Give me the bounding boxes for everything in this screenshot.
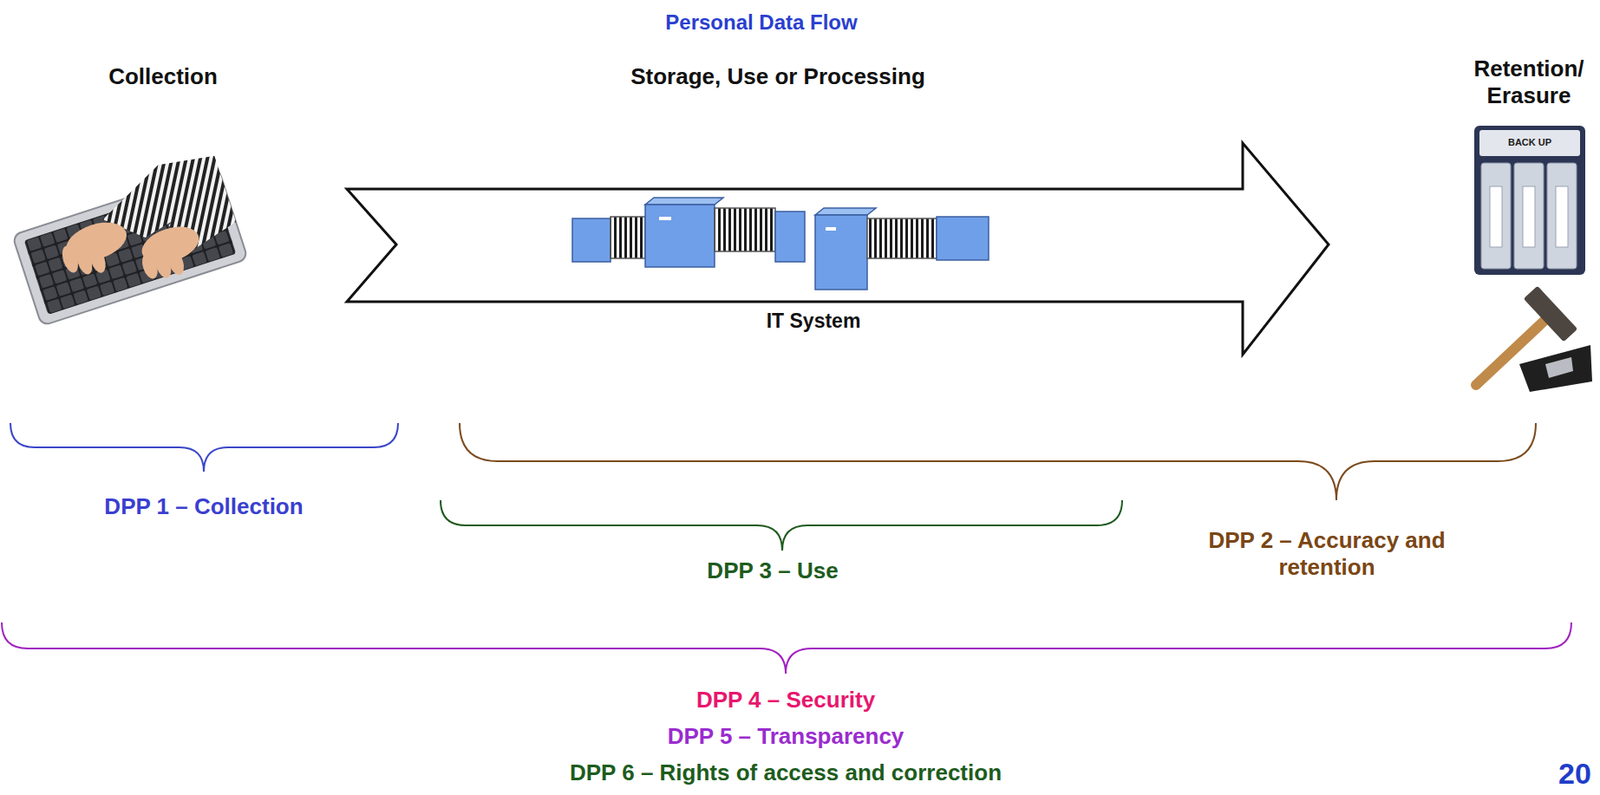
- diagram-title-slot: Personal Data Flow: [665, 10, 857, 36]
- hammer-and-disk-photo: [1519, 345, 1593, 392]
- hammer-and-disk-photo: [1475, 286, 1593, 392]
- dpp2-brace: [459, 423, 1536, 501]
- backup-drive-photo: [1514, 163, 1544, 269]
- server-rack-picture: [645, 204, 715, 268]
- principle-label: DPP 3 – Use: [706, 557, 838, 585]
- diagram-title: Personal Data Flow: [665, 10, 857, 36]
- stage-heading-slot: Storage, Use or Processing: [630, 63, 926, 91]
- principle-label-slot: DPP 3 – Use: [706, 557, 838, 585]
- device-label-slot: BACK UP: [1508, 137, 1552, 149]
- flow-arrow: IT System: [346, 143, 1329, 355]
- principle-label-slot: DPP 6 – Rights of access and correction: [569, 759, 1002, 787]
- backup-drive-photo: [1522, 186, 1535, 248]
- dpp3-brace: [440, 500, 1123, 551]
- page-number-slot: 20: [1558, 756, 1592, 792]
- stage-heading: Collection: [108, 63, 218, 91]
- stage-heading: Storage, Use or Processing: [630, 63, 926, 91]
- stage-heading-slot: Retention/ Erasure: [1468, 55, 1590, 110]
- server-rack-picture: [610, 216, 646, 259]
- hammer-and-disk-photo: [1545, 357, 1574, 379]
- server-rack-picture: [825, 227, 836, 231]
- stage-heading-slot: Collection: [108, 63, 218, 91]
- backup-drive-photo: [1474, 125, 1586, 275]
- backup-drive-photo: [1489, 186, 1503, 248]
- principle-label: DPP 4 – Security: [696, 686, 876, 714]
- hammer-and-disk-photo: [1523, 286, 1578, 343]
- principle-label-slot: DPP 2 – Accuracy and retention: [1196, 527, 1457, 582]
- all-principles-brace: [1, 622, 1572, 674]
- keyboard-photo: [5, 147, 248, 327]
- dpp1-brace: [10, 423, 399, 472]
- server-rack-picture: [572, 218, 611, 262]
- backup-drive-photo: [1474, 125, 1586, 275]
- server-rack-picture: [714, 208, 776, 252]
- server-rack-picture: [815, 208, 876, 216]
- keyboard-photo: [86, 244, 109, 275]
- keyboard-photo: [12, 168, 249, 327]
- principle-label-slot: DPP 4 – Security: [696, 686, 876, 714]
- principle-label: DPP 5 – Transparency: [667, 723, 905, 751]
- hammer-and-disk-photo: [1523, 286, 1578, 343]
- device-label: BACK UP: [1508, 137, 1552, 149]
- backup-drive-photo: [1555, 186, 1568, 248]
- server-rack-picture: [659, 216, 672, 221]
- server-rack-picture: [936, 216, 989, 261]
- server-rack-picture: [815, 215, 868, 290]
- server-rack-picture: [775, 211, 805, 262]
- arrow-outline: [346, 143, 1329, 355]
- backup-drive-photo: [1479, 130, 1581, 157]
- principle-label: DPP 2 – Accuracy and retention: [1196, 527, 1457, 582]
- keyboard-photo: [165, 249, 187, 278]
- server-rack-picture: [867, 218, 937, 259]
- system-label-slot: IT System: [766, 309, 862, 334]
- backup-drive-photo: [1481, 163, 1511, 269]
- principle-label: DPP 1 – Collection: [104, 493, 303, 521]
- server-rack-picture: [645, 197, 724, 205]
- principle-label-slot: DPP 5 – Transparency: [667, 723, 905, 751]
- backup-drive-photo: [1547, 163, 1577, 269]
- principle-label: DPP 6 – Rights of access and correction: [569, 759, 1002, 787]
- principle-label-slot: DPP 1 – Collection: [104, 493, 303, 521]
- page-number: 20: [1558, 756, 1592, 792]
- server-rack-picture: [572, 197, 989, 290]
- stage-heading: Retention/ Erasure: [1468, 55, 1590, 110]
- system-label: IT System: [766, 309, 862, 334]
- hammer-and-disk-photo: [1475, 317, 1548, 386]
